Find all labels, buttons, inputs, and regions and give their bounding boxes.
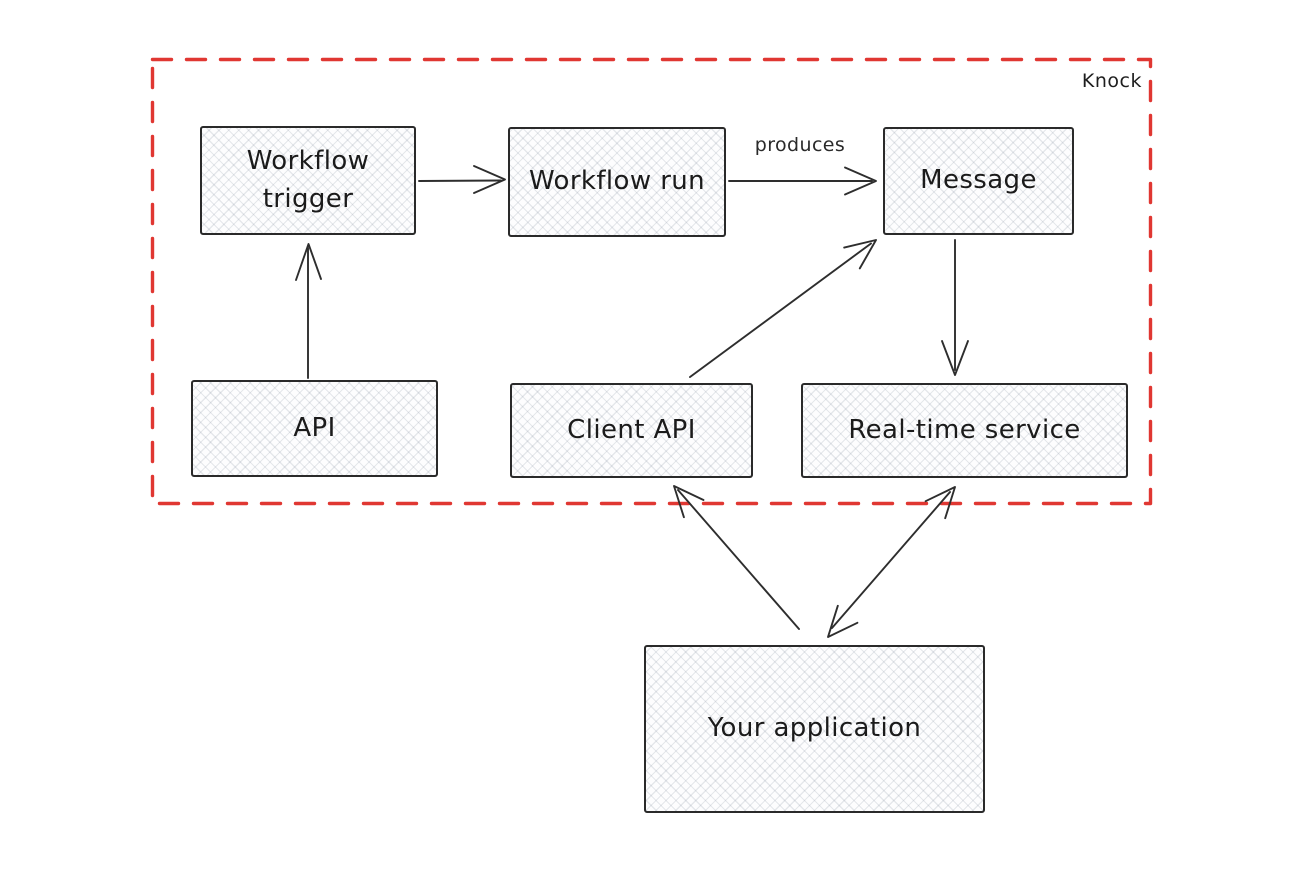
edge-message-to-real-time-service	[941, 239, 969, 376]
edge-workflow-trigger-to-workflow-run	[418, 165, 506, 194]
node-your-application: Your application	[644, 645, 985, 813]
node-client-api-label: Client API	[567, 414, 696, 445]
edge-your-application-to-real-time-service	[827, 486, 956, 638]
node-client-api: Client API	[510, 383, 753, 478]
edge-your-application-to-client-api	[673, 485, 800, 630]
node-your-application-label: Your application	[707, 713, 922, 744]
node-real-time-service-label: Real-time service	[848, 414, 1081, 445]
knock-boundary	[150, 57, 1153, 506]
edge-api-to-workflow-trigger	[295, 243, 322, 379]
node-workflow-run: Workflow run	[508, 127, 726, 237]
node-api: API	[191, 380, 438, 477]
node-api-label: API	[293, 412, 336, 443]
node-workflow-trigger: Workflow trigger	[200, 126, 416, 235]
node-message: Message	[883, 127, 1074, 235]
edge-label-produces: produces	[754, 134, 846, 156]
edge-client-api-to-message	[689, 239, 877, 378]
node-workflow-trigger-label: Workflow trigger	[246, 145, 370, 214]
edge-workflow-run-to-message	[728, 166, 877, 196]
node-workflow-run-label: Workflow run	[528, 166, 706, 197]
knock-label: Knock	[1081, 70, 1142, 92]
node-message-label: Message	[920, 165, 1037, 196]
node-real-time-service: Real-time service	[801, 383, 1128, 478]
